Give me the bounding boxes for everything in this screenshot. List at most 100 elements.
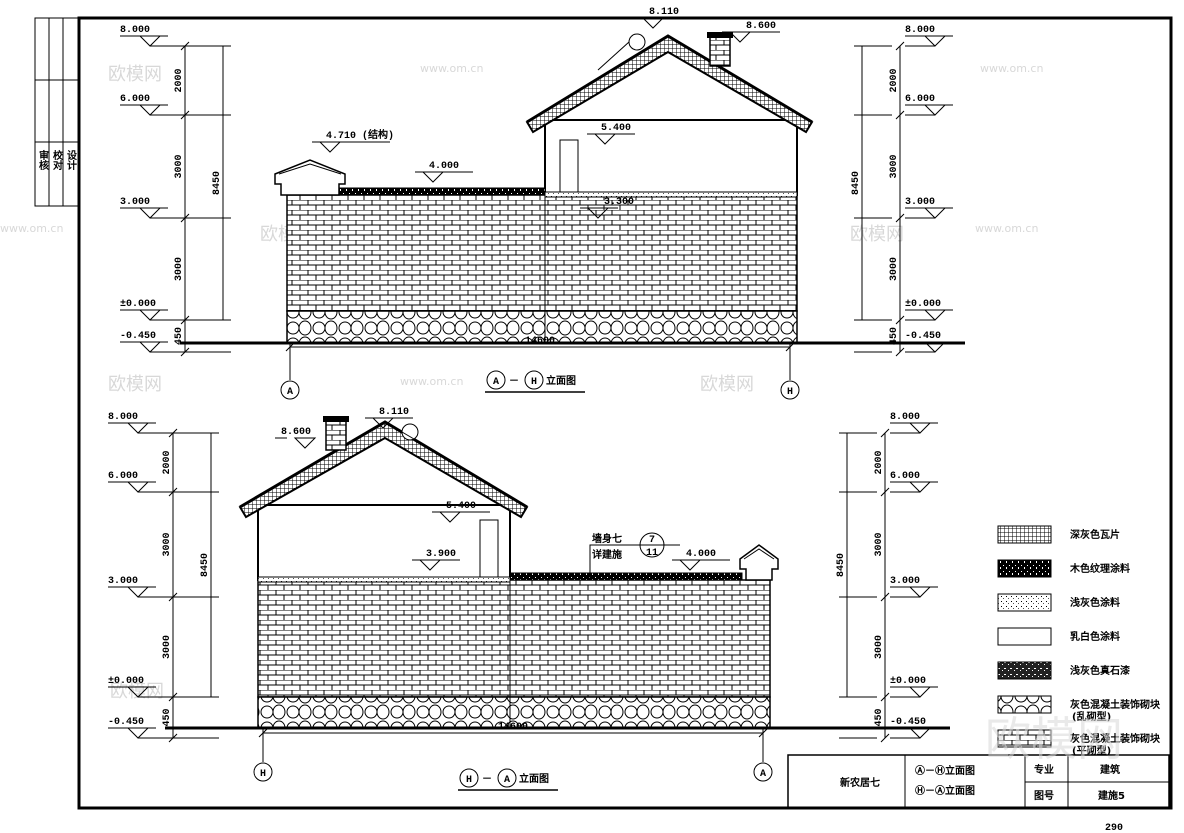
dimension-tick xyxy=(165,692,219,702)
solar-heater-tank xyxy=(628,33,646,51)
detail-ref-text: 详建施 xyxy=(592,548,622,561)
dimension-label: 3000 xyxy=(889,154,900,178)
watermark-logo-small: 欧模网 xyxy=(700,374,754,395)
elevation-marker-icon xyxy=(722,31,780,43)
dimension-tick xyxy=(839,692,890,702)
elevation-marker-icon xyxy=(672,559,730,571)
level-label: 3.000 xyxy=(108,576,138,587)
level-marker-icon xyxy=(905,309,953,321)
level-marker-icon xyxy=(890,422,938,434)
solar-panel xyxy=(401,431,451,461)
number-value: 建施5 xyxy=(1097,789,1125,802)
upper-storey-wall xyxy=(257,504,511,581)
level-label: ±0.000 xyxy=(108,676,144,687)
parapet-gable xyxy=(274,159,346,196)
stone-plinth xyxy=(257,696,771,729)
level-marker-icon xyxy=(108,686,156,698)
roof-edge xyxy=(526,34,813,124)
level-label: -0.450 xyxy=(108,717,144,728)
level-label: ±0.000 xyxy=(890,676,926,687)
axis-bubble xyxy=(280,380,300,400)
level-label: ±0.000 xyxy=(905,299,941,310)
dimension-label: 2000 xyxy=(889,68,900,92)
parapet-gable xyxy=(739,544,779,581)
level-marker-icon xyxy=(905,104,953,116)
number-label: 图号 xyxy=(1034,790,1054,802)
gable-trim xyxy=(743,548,775,560)
legend-swatch-dark-stone xyxy=(997,661,1052,680)
dimension-tick xyxy=(177,41,231,51)
dimension-label: 450 xyxy=(174,327,185,345)
level-marker-icon xyxy=(108,586,156,598)
elevation-marker-icon xyxy=(415,171,473,183)
sheet-border xyxy=(77,16,1173,810)
solar-panel xyxy=(597,41,630,71)
elevation-marker-icon xyxy=(587,133,635,145)
level-label: -0.450 xyxy=(890,717,926,728)
dimension-label: 3000 xyxy=(174,154,185,178)
legend-label: 灰色混凝土装饰砌块 xyxy=(1070,698,1161,711)
level-marker-icon xyxy=(890,481,938,493)
legend-label: 木色纹理涂料 xyxy=(1069,562,1130,575)
dimension-tick xyxy=(165,487,219,497)
dimension-tick xyxy=(177,213,231,223)
elevation-annotation: 4.000 xyxy=(429,161,459,172)
dimension-tick xyxy=(165,592,219,602)
level-label: 8.000 xyxy=(120,25,150,36)
brick-wall xyxy=(257,579,771,698)
elevation-marker-icon xyxy=(312,141,390,153)
elevation-marker-icon xyxy=(412,559,460,571)
level-marker-icon xyxy=(120,207,168,219)
dimension-tick xyxy=(839,487,890,497)
axis-label: A xyxy=(493,377,499,388)
dimension-tick xyxy=(177,110,231,120)
elevation-marker-icon xyxy=(365,417,413,429)
elevation-annotation: 4.000 xyxy=(686,549,716,560)
width-dimension-label: 14600 xyxy=(525,336,555,347)
axis-label: A xyxy=(760,769,766,780)
title-dash: － xyxy=(509,376,519,387)
solar-heater-tank xyxy=(401,423,419,441)
level-label: -0.450 xyxy=(120,331,156,342)
watermark-url: www.om.cn xyxy=(975,222,1038,235)
axis-bubble xyxy=(753,762,773,782)
total-height-label: 8450 xyxy=(851,171,862,195)
level-marker-icon xyxy=(890,686,938,698)
legend-swatch-light-dots xyxy=(997,593,1052,612)
material-legend: 深灰色瓦片木色纹理涂料浅灰色涂料乳白色涂料浅灰色真石漆灰色混凝土装饰砌块(乱砌型… xyxy=(997,525,1161,757)
dimension-tick xyxy=(165,733,219,743)
axis-label: H xyxy=(260,769,266,780)
discipline-value: 建筑 xyxy=(1099,763,1120,776)
detail-ref-sheet: 11 xyxy=(646,548,658,559)
detail-ref-text: 墙身七 xyxy=(592,532,622,545)
legend-note: (平砌型) xyxy=(1072,744,1111,757)
elevation-marker-icon xyxy=(635,17,673,29)
legend-swatch-dark-texture xyxy=(997,559,1052,578)
elevation-a-h: 8.0006.0003.000±0.000-0.4508.0006.0003.0… xyxy=(120,7,965,400)
dimension-label: 3000 xyxy=(874,635,885,659)
axis-bubble xyxy=(459,768,479,788)
dimension-label: 450 xyxy=(874,708,885,726)
elevation-h-a: 8.0006.0003.000±0.000-0.4508.0006.0003.0… xyxy=(108,407,950,791)
legend-note: (乱砌型) xyxy=(1072,710,1111,723)
axis-bubble xyxy=(780,380,800,400)
elevation-title: 立面图 xyxy=(519,772,549,785)
dimension-label: 3000 xyxy=(874,532,885,556)
dimension-label: 3000 xyxy=(889,257,900,281)
width-dimension-label: 14600 xyxy=(498,722,528,733)
level-marker-icon xyxy=(108,727,156,739)
level-marker-icon xyxy=(890,586,938,598)
upper-storey-wall xyxy=(544,119,798,196)
level-label: 6.000 xyxy=(890,471,920,482)
discipline-label: 专业 xyxy=(1034,763,1054,776)
signature-label: 设计 xyxy=(65,149,77,171)
dimension-label: 3000 xyxy=(174,257,185,281)
watermark-logo: 欧模网 xyxy=(985,712,1123,766)
level-label: 6.000 xyxy=(905,94,935,105)
level-marker-icon xyxy=(120,309,168,321)
level-label: ±0.000 xyxy=(120,299,156,310)
level-label: 8.000 xyxy=(108,412,138,423)
dimension-tick xyxy=(854,41,905,51)
watermark-url: www.om.cn xyxy=(420,62,483,75)
parapet-coping-light xyxy=(257,576,511,583)
